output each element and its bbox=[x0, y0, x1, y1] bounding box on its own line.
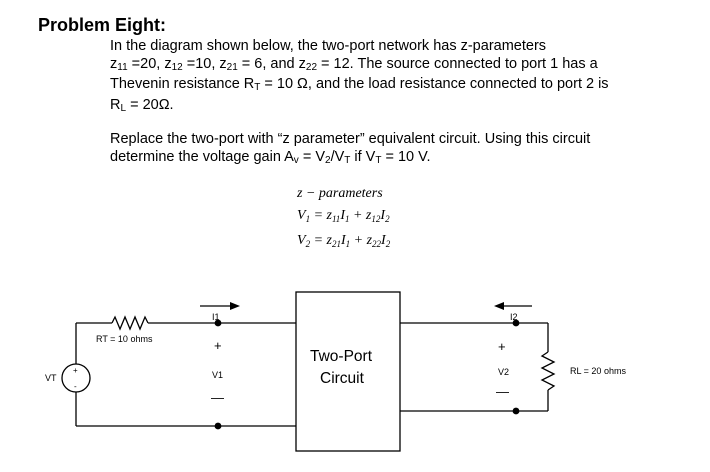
current-arrow-i1-head bbox=[230, 302, 240, 310]
terminal-dot-port2-top bbox=[512, 319, 520, 327]
source-minus-sign: - bbox=[74, 382, 77, 391]
p2-line-1: Replace the two-port with “z parameter” … bbox=[110, 131, 591, 147]
rl-label: RL = 20 ohms bbox=[570, 366, 626, 376]
terminal-dot-port2-bottom bbox=[512, 407, 520, 415]
v1-label: V1 bbox=[212, 370, 223, 380]
box-label-line-2: Circuit bbox=[320, 370, 365, 387]
problem-paragraph-1: In the diagram shown below, the two-port… bbox=[110, 38, 690, 117]
p1-line-1: In the diagram shown below, the two-port… bbox=[110, 38, 547, 54]
port1-minus: — bbox=[211, 390, 224, 405]
resistor-rl bbox=[540, 351, 556, 391]
source-plus-sign: + bbox=[73, 366, 78, 375]
current-arrow-i2-head bbox=[494, 302, 504, 310]
port2-minus: — bbox=[496, 384, 509, 399]
v2-label: V2 bbox=[498, 367, 509, 377]
problem-paragraph-2: Replace the two-port with “z parameter” … bbox=[110, 131, 690, 169]
box-label-line-1: Two-Port bbox=[310, 348, 373, 365]
port1-plus: + bbox=[214, 338, 222, 353]
equation-v2: V2 = z21I1 + z22I2 bbox=[297, 233, 391, 249]
resistor-rt bbox=[111, 315, 149, 331]
terminal-dot-port1-top bbox=[214, 319, 222, 327]
i1-label: I1 bbox=[212, 312, 220, 322]
p2-line-2: determine the voltage gain Av = V2/VT if… bbox=[110, 148, 431, 166]
z-parameter-equations: z − parameters V1 = z11I1 + z12I2 V2 = z… bbox=[297, 183, 390, 255]
rt-label: RT = 10 ohms bbox=[96, 334, 153, 344]
p1-line-2: z11 =20, z12 =10, z21 = 6, and z22 = 12.… bbox=[110, 55, 598, 73]
equation-v1: V1 = z11I1 + z12I2 bbox=[297, 208, 390, 224]
equations-heading: z − parameters bbox=[297, 186, 383, 201]
port2-plus: + bbox=[498, 339, 506, 354]
two-port-box bbox=[295, 291, 401, 452]
vt-label: VT bbox=[45, 373, 57, 383]
p1-line-3: Thevenin resistance RT = 10 Ω, and the l… bbox=[110, 76, 609, 93]
i2-label: I2 bbox=[510, 312, 518, 322]
p1-line-4: RL = 20Ω. bbox=[110, 96, 174, 114]
problem-title: Problem Eight: bbox=[38, 15, 167, 35]
terminal-dot-port1-bottom bbox=[214, 422, 222, 430]
